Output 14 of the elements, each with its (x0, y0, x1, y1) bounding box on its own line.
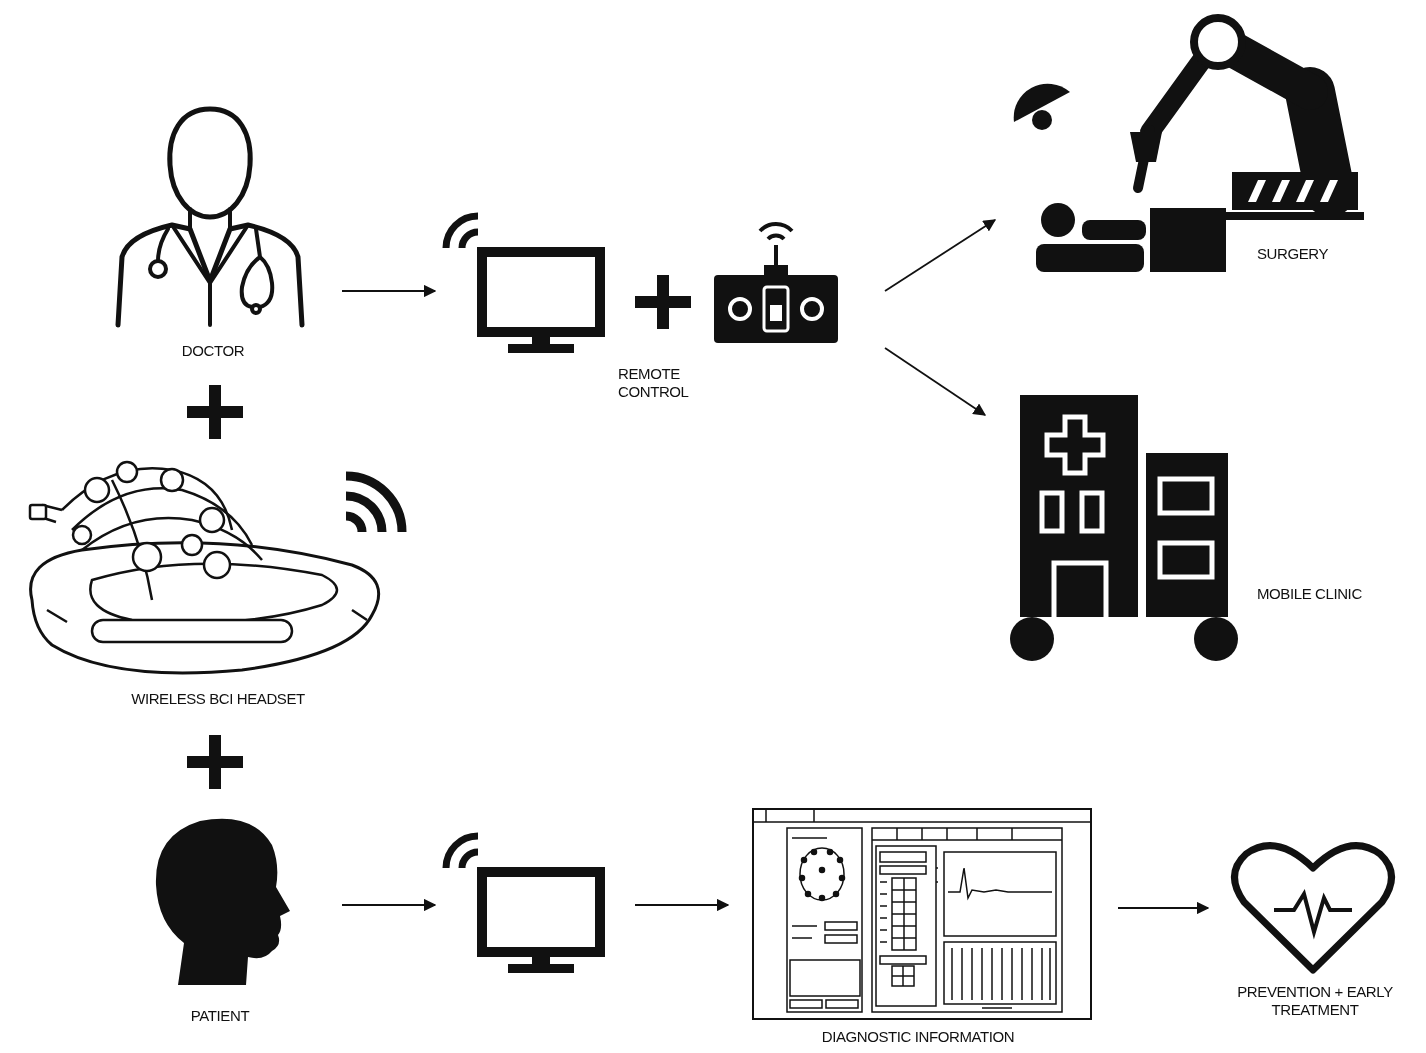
arrow (884, 347, 987, 416)
node-label: PATIENT (189, 1007, 251, 1025)
node-label: WIRELESS BCI HEADSET (130, 690, 306, 708)
arrow (634, 898, 730, 912)
node-label: DOCTOR (180, 342, 246, 360)
arrow (884, 219, 997, 292)
arrow (1117, 901, 1210, 915)
node-label: SURGERY (1257, 245, 1330, 263)
node-label: MOBILE CLINIC (1257, 585, 1363, 603)
node-label: DIAGNOSTIC INFORMATION (820, 1028, 1016, 1046)
node-label: REMOTE CONTROL (618, 365, 690, 401)
node-label: PREVENTION + EARLY TREATMENT (1236, 983, 1394, 1019)
arrow (341, 898, 437, 912)
arrow (341, 284, 437, 298)
